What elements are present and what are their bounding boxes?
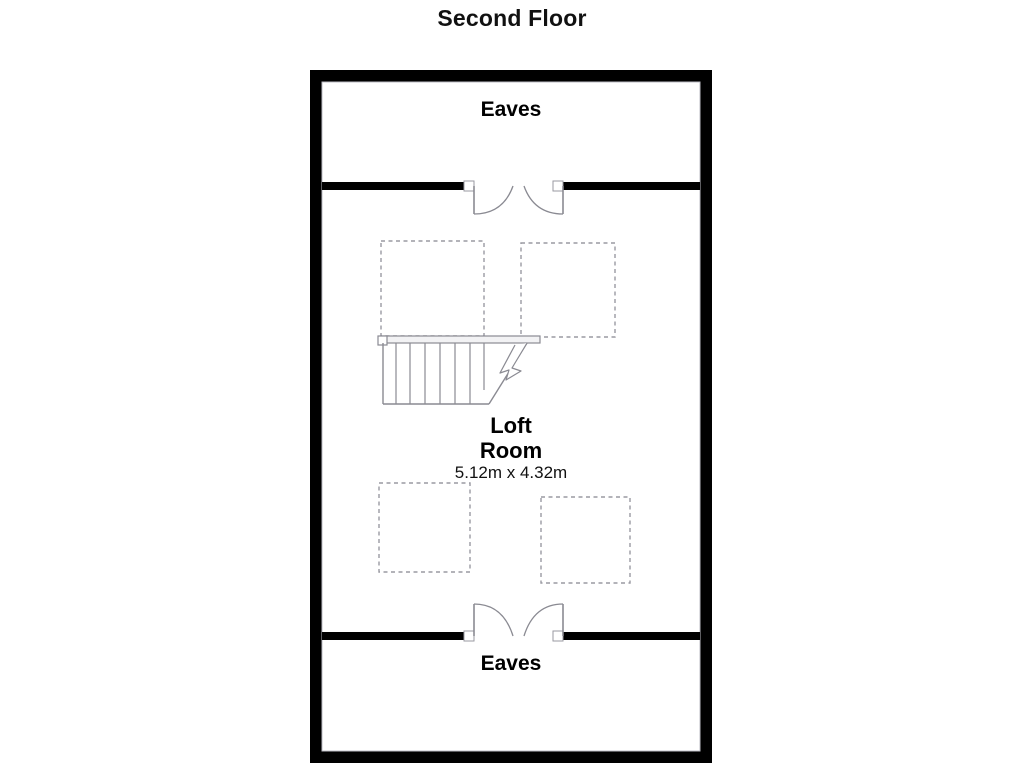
outer-walls bbox=[310, 70, 712, 763]
skylight-top-right bbox=[520, 242, 616, 338]
room-label-loft: Loft Room 5.12m x 4.32m bbox=[322, 413, 700, 483]
double-door-bottom bbox=[463, 603, 564, 642]
skylight-bottom-right bbox=[540, 496, 631, 584]
partition-wall-bottom bbox=[322, 632, 700, 640]
staircase bbox=[377, 335, 541, 405]
room-label-eaves-bottom: Eaves bbox=[480, 652, 542, 675]
room-label-eaves-top: Eaves bbox=[480, 98, 542, 121]
loft-name-line1: Loft bbox=[490, 413, 532, 438]
skylight-bottom-left bbox=[378, 482, 471, 573]
skylight-top-left bbox=[380, 240, 485, 337]
partition-wall-top bbox=[322, 182, 700, 190]
double-door-top bbox=[463, 180, 564, 215]
loft-name-line2: Room bbox=[479, 438, 543, 463]
page-title: Second Floor bbox=[437, 5, 587, 31]
wall-inner-outline bbox=[321, 81, 701, 752]
loft-dimensions: 5.12m x 4.32m bbox=[454, 463, 568, 482]
